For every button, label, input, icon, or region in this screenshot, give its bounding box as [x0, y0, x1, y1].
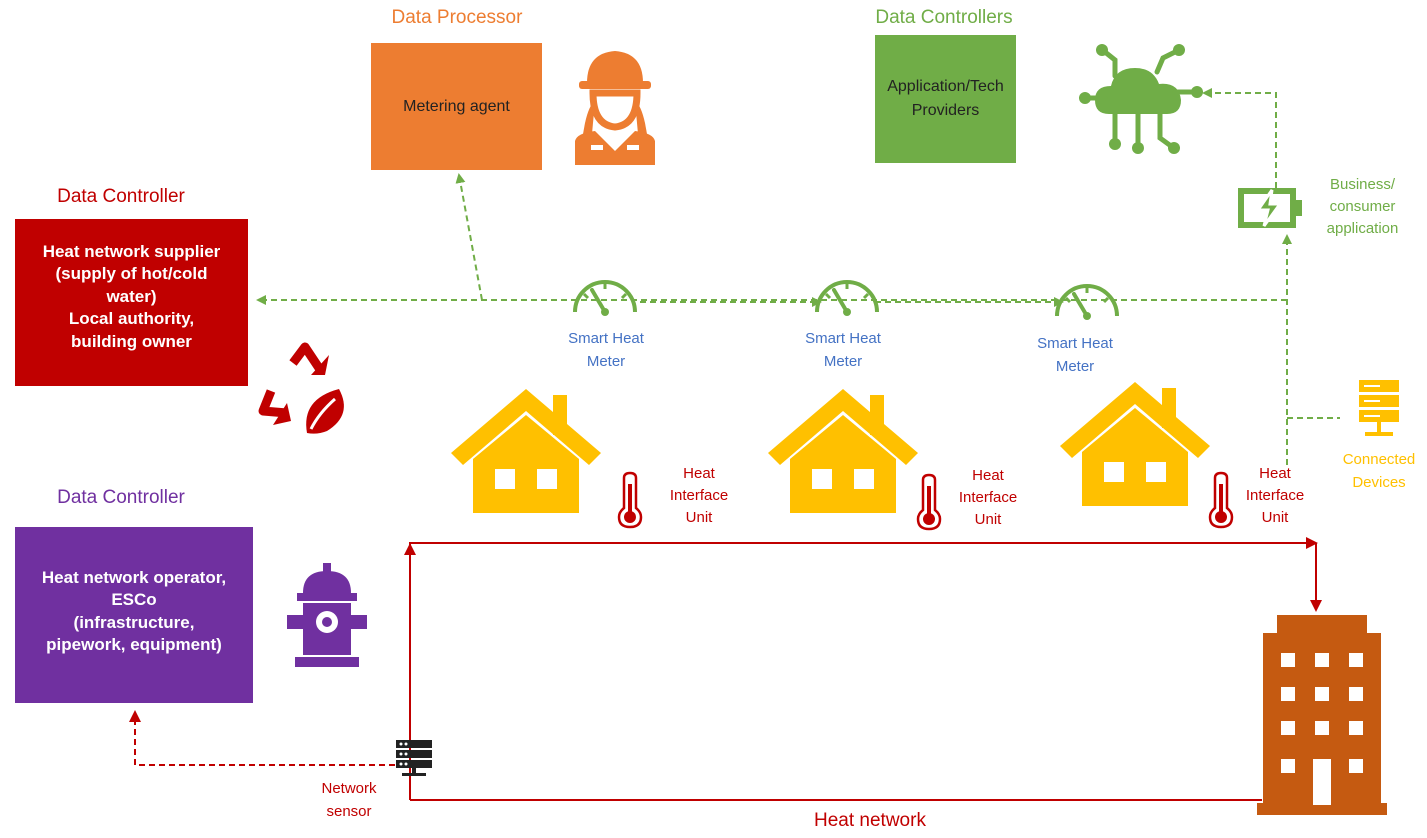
- smart-heat-meter-label: Smart Heat Meter: [568, 330, 644, 370]
- recycle-leaf-icon: [258, 342, 344, 434]
- connected-devices-label: Connected Devices: [1342, 451, 1416, 491]
- data-controller-purple-heading: Data Controller: [57, 487, 185, 508]
- application-providers-box: Application/Tech Providers: [875, 35, 1016, 163]
- network-sensor-label: Network sensor: [321, 780, 377, 820]
- building-icon: [1257, 615, 1387, 815]
- gauge-icon: [573, 280, 637, 316]
- data-processor-heading: Data Processor: [391, 7, 523, 28]
- gauge-icon: [815, 280, 879, 316]
- cloud-network-icon: [1079, 44, 1203, 154]
- heat-network-operator-box: Heat network operator, ESCo (infrastruct…: [15, 527, 253, 703]
- data-line-to-processor: [455, 173, 483, 301]
- sensor-line: [129, 710, 395, 766]
- thermometer-icon: [617, 471, 643, 529]
- data-line-to-cloud: [1202, 88, 1277, 188]
- business-consumer-application-label: Business/ consumer application: [1326, 176, 1399, 237]
- heat-interface-unit-label: Heat Interface Unit: [958, 467, 1018, 528]
- heat-interface-unit-label: Heat Interface Unit: [1245, 465, 1305, 526]
- battery-charging-icon: [1238, 188, 1302, 228]
- heat-network-supplier-label: Heat network supplier (supply of hot/col…: [42, 242, 221, 351]
- server-rack-icon: [396, 740, 432, 776]
- heat-network-label: Heat network: [814, 810, 926, 831]
- heat-network-supplier-box: Heat network supplier (supply of hot/col…: [15, 219, 248, 386]
- thermometer-icon: [1208, 471, 1234, 529]
- application-providers-label: Application/Tech Providers: [887, 78, 1004, 119]
- thermometer-icon: [916, 473, 942, 531]
- smart-heat-meter-label: Smart Heat Meter: [1037, 335, 1113, 375]
- smart-heat-meter-label: Smart Heat Meter: [805, 330, 881, 370]
- heat-loop-top: [409, 537, 1318, 800]
- heat-network-operator-label: Heat network operator, ESCo (infrastruct…: [41, 568, 227, 655]
- house-icon: [768, 389, 918, 513]
- heat-interface-unit-label: Heat Interface Unit: [669, 465, 729, 526]
- worker-icon: [575, 51, 655, 165]
- house-icon: [451, 389, 601, 513]
- fire-hydrant-icon: [287, 563, 367, 667]
- house-icon: [1060, 382, 1210, 506]
- gauge-icon: [1055, 284, 1119, 320]
- data-controller-red-heading: Data Controller: [57, 186, 185, 207]
- data-controllers-heading: Data Controllers: [875, 7, 1013, 28]
- server-icon: [1359, 380, 1399, 436]
- metering-agent-box: Metering agent: [371, 43, 542, 170]
- metering-agent-label: Metering agent: [403, 97, 510, 115]
